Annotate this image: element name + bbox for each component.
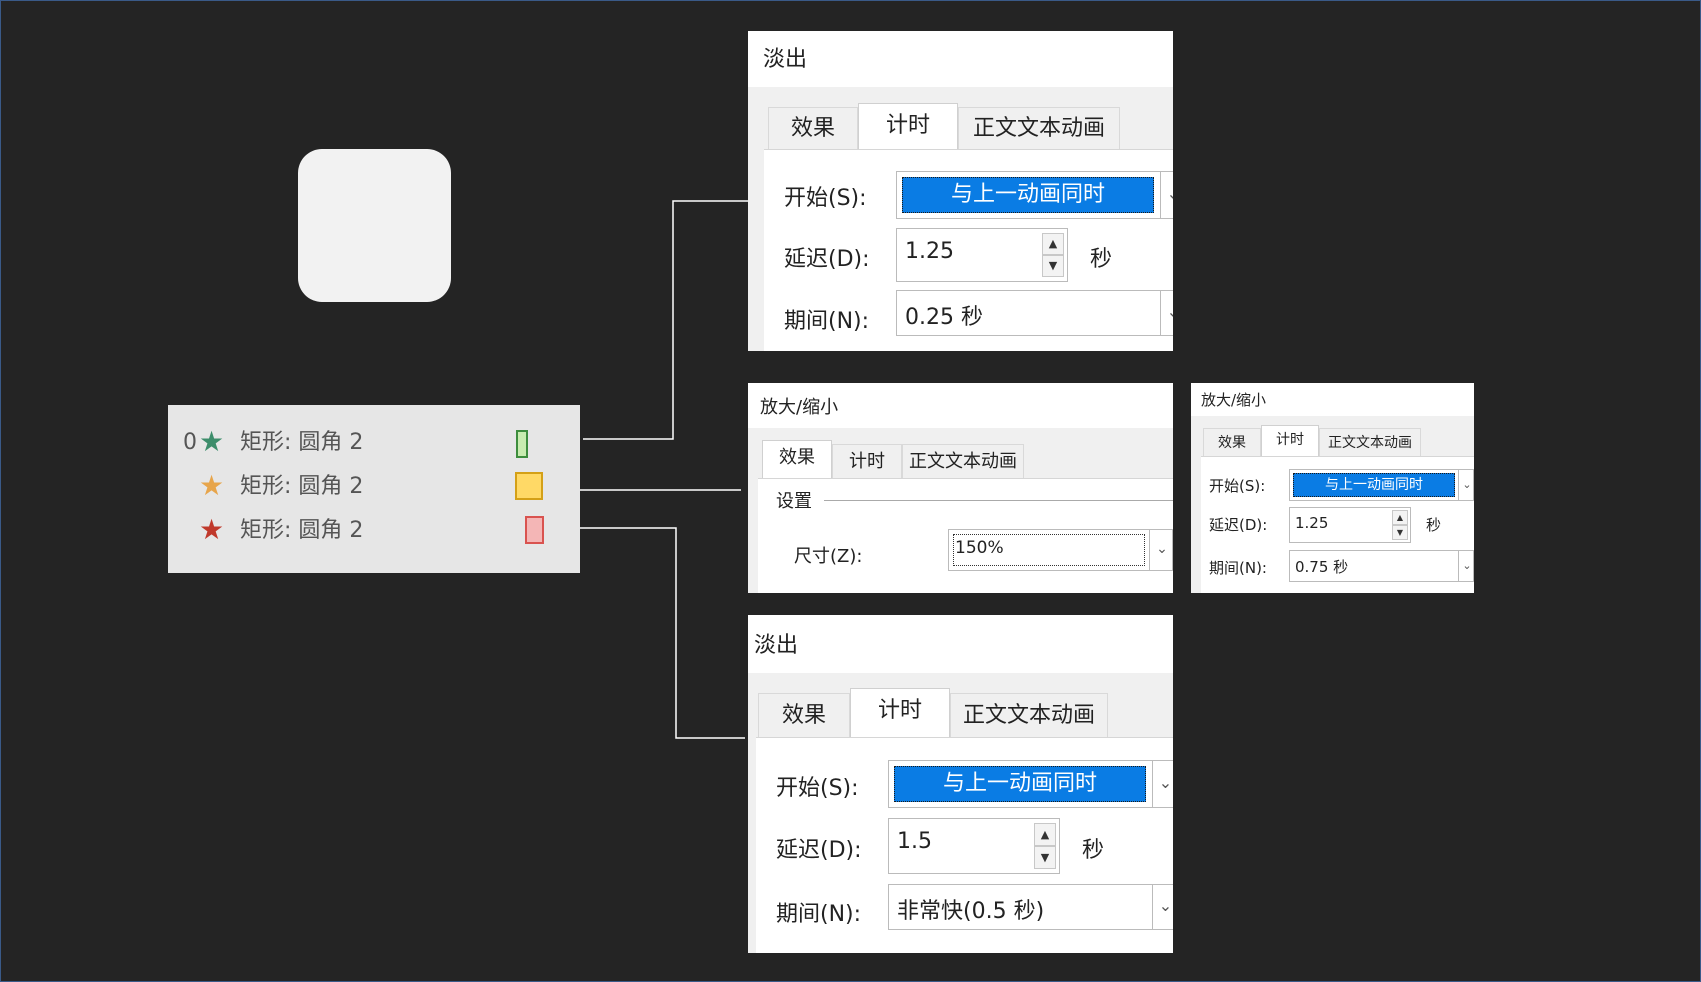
size-label: 尺寸(Z): (794, 546, 863, 567)
dialog-fade-timing-2: 淡出 效果 计时 正文文本动画 开始(S): 与上一动画同时 ⌄ 延迟(D): … (748, 615, 1173, 953)
dialog-title-bar: 淡出 (748, 31, 1173, 87)
connector-line-3 (579, 527, 745, 739)
dialog-body: 效果 计时 正文文本动画 开始(S): 与上一动画同时 ⌄ 延迟(D): 1.2… (1191, 416, 1474, 593)
delay-unit: 秒 (1090, 247, 1113, 272)
start-select[interactable]: 与上一动画同时 ⌄ (896, 171, 1173, 219)
dialog-title-bar: 淡出 (748, 615, 1173, 673)
timing-content: 开始(S): 与上一动画同时 ⌄ 延迟(D): 1.25 ▲ ▼ 秒 期间(N)… (1201, 456, 1474, 593)
duration-select[interactable]: 0.25 秒 ⌄ (896, 290, 1173, 336)
effect-content: 设置 尺寸(Z): 150% ⌄ (758, 478, 1173, 593)
duration-label: 期间(N): (776, 902, 862, 927)
animation-item-label: 矩形: 圆角 2 (240, 474, 364, 499)
delay-value: 1.25 (1295, 514, 1329, 532)
spin-down-icon[interactable]: ▼ (1042, 255, 1064, 277)
duration-select[interactable]: 0.75 秒 ⌄ (1289, 550, 1474, 582)
duration-label: 期间(N): (1209, 559, 1267, 577)
tab-text-animation[interactable]: 正文文本动画 (950, 693, 1108, 737)
spin-up-icon[interactable]: ▲ (1034, 823, 1056, 846)
settings-section-label: 设置 (776, 491, 812, 512)
chevron-down-icon[interactable]: ⌄ (1152, 885, 1173, 929)
timing-content: 开始(S): 与上一动画同时 ⌄ 延迟(D): 1.5 ▲ ▼ 秒 期间(N):… (756, 737, 1173, 953)
tab-effect[interactable]: 效果 (758, 693, 850, 737)
start-selected-value: 与上一动画同时 (1293, 473, 1455, 497)
dialog-body: 效果 计时 正文文本动画 设置 尺寸(Z): 150% ⌄ (748, 428, 1173, 593)
animation-item-1[interactable]: 0 ★ 矩形: 圆角 2 (168, 423, 580, 463)
timeline-bar-yellow[interactable] (515, 472, 543, 500)
timeline-bar-green[interactable] (516, 430, 528, 458)
tab-timing[interactable]: 计时 (850, 688, 950, 738)
animation-index: 0 (183, 430, 197, 455)
delay-label: 延迟(D): (784, 247, 870, 272)
chevron-down-icon[interactable]: ⌄ (1458, 470, 1474, 500)
timeline-bar-red[interactable] (525, 516, 544, 544)
spin-down-icon[interactable]: ▼ (1392, 525, 1408, 540)
animation-item-label: 矩形: 圆角 2 (240, 518, 364, 543)
chevron-down-icon[interactable]: ⌄ (1160, 172, 1173, 218)
duration-value: 0.75 秒 (1295, 558, 1349, 576)
tab-effect[interactable]: 效果 (768, 107, 858, 149)
duration-select[interactable]: 非常快(0.5 秒) ⌄ (888, 884, 1173, 930)
star-icon: ★ (199, 425, 225, 458)
dialog-zoom-timing: 放大/缩小 效果 计时 正文文本动画 开始(S): 与上一动画同时 ⌄ 延迟(D… (1191, 383, 1474, 593)
chevron-down-icon[interactable]: ⌄ (1149, 530, 1173, 570)
timing-content: 开始(S): 与上一动画同时 ⌄ 延迟(D): 1.25 ▲ ▼ 秒 期间(N)… (764, 149, 1173, 351)
delay-unit: 秒 (1426, 516, 1442, 534)
dialog-zoom-effect: 放大/缩小 效果 计时 正文文本动画 设置 尺寸(Z): 150% ⌄ (748, 383, 1173, 593)
animation-item-3[interactable]: ★ 矩形: 圆角 2 (168, 511, 580, 551)
dialog-body: 效果 计时 正文文本动画 开始(S): 与上一动画同时 ⌄ 延迟(D): 1.2… (748, 87, 1173, 351)
dialog-title-bar: 放大/缩小 (748, 383, 1173, 428)
focus-ring (953, 534, 1145, 566)
star-icon: ★ (199, 513, 225, 546)
animation-pane-list: 0 ★ 矩形: 圆角 2 ★ 矩形: 圆角 2 ★ 矩形: 圆角 2 (168, 405, 580, 573)
tab-effect[interactable]: 效果 (762, 440, 832, 478)
chevron-down-icon[interactable]: ⌄ (1458, 551, 1474, 581)
spin-up-icon[interactable]: ▲ (1392, 510, 1408, 525)
section-divider (824, 500, 1173, 501)
delay-input[interactable]: 1.25 ▲ ▼ (896, 228, 1068, 282)
dialog-title: 放大/缩小 (760, 397, 839, 418)
animation-item-label: 矩形: 圆角 2 (240, 430, 364, 455)
size-value: 150% (955, 538, 1004, 558)
start-label: 开始(S): (784, 186, 867, 211)
start-selected-value: 与上一动画同时 (894, 766, 1146, 802)
dialog-title-bar: 放大/缩小 (1191, 383, 1474, 416)
start-label: 开始(S): (1209, 477, 1266, 495)
dialog-title: 淡出 (763, 47, 808, 72)
spin-up-icon[interactable]: ▲ (1042, 233, 1064, 255)
duration-value: 非常快(0.5 秒) (897, 899, 1045, 924)
delay-input[interactable]: 1.25 ▲ ▼ (1289, 507, 1411, 543)
dialog-body: 效果 计时 正文文本动画 开始(S): 与上一动画同时 ⌄ 延迟(D): 1.5… (748, 673, 1173, 953)
tab-timing[interactable]: 计时 (1261, 425, 1319, 457)
tab-text-animation[interactable]: 正文文本动画 (902, 444, 1024, 478)
duration-label: 期间(N): (784, 309, 870, 334)
start-select[interactable]: 与上一动画同时 ⌄ (1289, 469, 1474, 501)
tab-timing[interactable]: 计时 (858, 103, 958, 151)
delay-label: 延迟(D): (1209, 516, 1268, 534)
delay-input[interactable]: 1.5 ▲ ▼ (888, 818, 1060, 874)
star-icon: ★ (199, 469, 225, 502)
dialog-title: 放大/缩小 (1201, 391, 1267, 409)
delay-value: 1.5 (897, 829, 932, 854)
start-selected-value: 与上一动画同时 (902, 177, 1154, 213)
chevron-down-icon[interactable]: ⌄ (1160, 291, 1173, 335)
dialog-title: 淡出 (754, 633, 799, 658)
tab-text-animation[interactable]: 正文文本动画 (958, 107, 1120, 149)
start-select[interactable]: 与上一动画同时 ⌄ (888, 760, 1173, 808)
animation-item-2[interactable]: ★ 矩形: 圆角 2 (168, 467, 580, 507)
start-label: 开始(S): (776, 776, 859, 801)
chevron-down-icon[interactable]: ⌄ (1152, 761, 1173, 807)
delay-label: 延迟(D): (776, 838, 862, 863)
delay-unit: 秒 (1082, 838, 1105, 863)
size-select[interactable]: 150% ⌄ (948, 529, 1173, 571)
tab-timing[interactable]: 计时 (832, 444, 902, 478)
connector-line-1 (583, 200, 749, 440)
delay-value: 1.25 (905, 239, 954, 264)
tab-text-animation[interactable]: 正文文本动画 (1319, 428, 1421, 456)
tab-effect[interactable]: 效果 (1203, 428, 1261, 456)
duration-value: 0.25 秒 (905, 305, 983, 330)
spin-down-icon[interactable]: ▼ (1034, 846, 1056, 869)
dialog-fade-timing-1: 淡出 效果 计时 正文文本动画 开始(S): 与上一动画同时 ⌄ 延迟(D): … (748, 31, 1173, 351)
rounded-rectangle-shape[interactable] (298, 149, 451, 302)
